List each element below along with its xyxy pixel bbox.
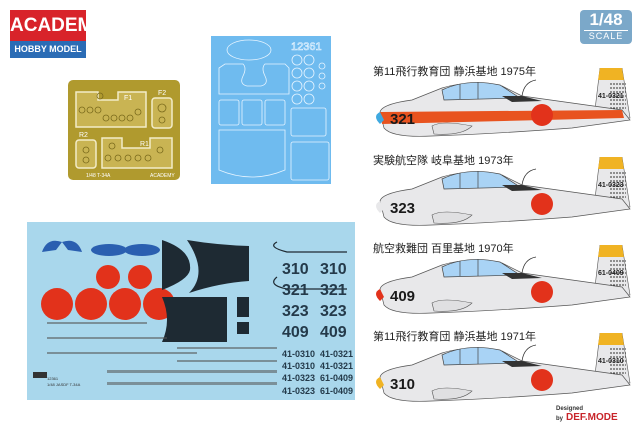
mask-numbers: 12361: [291, 41, 322, 53]
hinomaru-decal: [96, 265, 120, 289]
decal-number: 323: [320, 303, 347, 320]
decal-sheet: 310 310 321 321 323 323 409 409 41-0310 …: [27, 222, 355, 400]
decal-code: 41-0321: [320, 361, 354, 371]
credit-brand: DEF.MODE: [566, 412, 618, 423]
decal-number: 321: [320, 282, 347, 299]
tail-code: 41-0323: [598, 182, 624, 189]
profile-label: 第11飛行教育団 静浜基地 1975年: [373, 66, 537, 78]
scale-badge: 1/48 SCALE: [580, 10, 632, 44]
canopy: [441, 259, 522, 278]
decal-number: 310: [320, 261, 347, 278]
spinner: [376, 112, 384, 124]
wing: [431, 387, 473, 400]
scale-value: 1/48: [589, 10, 623, 29]
aircraft-profile: 41-0323 323: [372, 156, 637, 237]
profile-label: 航空救難団 百里基地 1970年: [373, 243, 514, 255]
aircraft-number: 310: [390, 376, 415, 393]
decal-number: 323: [282, 303, 309, 320]
aircraft-profile: 41-0310 310: [372, 332, 637, 413]
canopy: [441, 82, 522, 101]
scale-label: SCALE: [584, 30, 628, 42]
credit-prefix: Designed by: [556, 406, 584, 422]
decal-number: 310: [282, 261, 309, 278]
photo-etch-fret: F1 F2 R2 R1 1/48 T-34A ACADEMY: [68, 80, 180, 180]
tail-tip: [598, 245, 624, 257]
decal-code: 41-0310: [282, 361, 316, 371]
logo-tagline: HOBBY MODEL KITS: [10, 41, 86, 71]
profile-label: 実験航空隊 岐阜基地 1973年: [373, 155, 514, 167]
hinomaru: [531, 281, 553, 303]
aircraft-number: 409: [390, 288, 415, 305]
pe-label-r2: R2: [79, 132, 88, 139]
academy-logo: ACADEMY HOBBY MODEL KITS: [10, 10, 106, 71]
decal-number: 321: [282, 282, 309, 299]
decal-artwork: [33, 240, 347, 385]
decal-number: 409: [320, 324, 347, 341]
tail-code: 41-0310: [598, 358, 624, 365]
hinomaru: [531, 369, 553, 391]
tail-tip: [598, 333, 624, 345]
decal-product-code: 12361: [47, 376, 59, 381]
spinner: [376, 377, 384, 389]
pe-label-f1: F1: [124, 95, 132, 102]
decal-code: 41-0321: [320, 349, 354, 359]
hinomaru-decal: [109, 288, 141, 320]
pe-label-r1: R1: [140, 141, 149, 148]
spinner: [376, 289, 384, 301]
canopy-mask-sheet: 12361: [211, 36, 331, 184]
pe-footer: 1/48 T-34A: [86, 173, 111, 179]
aircraft-number: 321: [390, 111, 415, 128]
decal-product-name: 1/48 JASDF T-34A: [47, 382, 81, 387]
spinner: [376, 201, 384, 213]
hinomaru-decal: [41, 288, 73, 320]
canopy: [441, 171, 522, 190]
aircraft-number: 323: [390, 200, 415, 217]
tail-tip: [598, 157, 624, 169]
tail-tip: [598, 68, 624, 80]
wing: [431, 299, 473, 312]
logo-brand: ACADEMY: [10, 10, 106, 41]
wing: [431, 211, 473, 224]
profile-label: 第11飛行教育団 静浜基地 1971年: [373, 331, 537, 343]
hinomaru-decal: [128, 265, 152, 289]
pe-maker: ACADEMY: [150, 173, 175, 179]
hinomaru: [531, 193, 553, 215]
decal-code: 61-0409: [320, 386, 354, 396]
decal-code: 41-0323: [282, 373, 316, 383]
hinomaru: [531, 104, 553, 126]
pe-label-f2: F2: [158, 90, 166, 97]
hinomaru-decal: [75, 288, 107, 320]
canopy: [441, 347, 522, 366]
decal-code: 41-0310: [282, 349, 316, 359]
tail-code: 61-0409: [598, 270, 624, 277]
wing: [431, 122, 473, 135]
decal-code: 61-0409: [320, 373, 354, 383]
tail-code: 41-0321: [598, 93, 624, 100]
aircraft-profile: 41-0321 321: [372, 67, 637, 148]
decal-code: 41-0323: [282, 386, 316, 396]
decal-number: 409: [282, 324, 309, 341]
aircraft-profile: 61-0409 409: [372, 244, 637, 325]
